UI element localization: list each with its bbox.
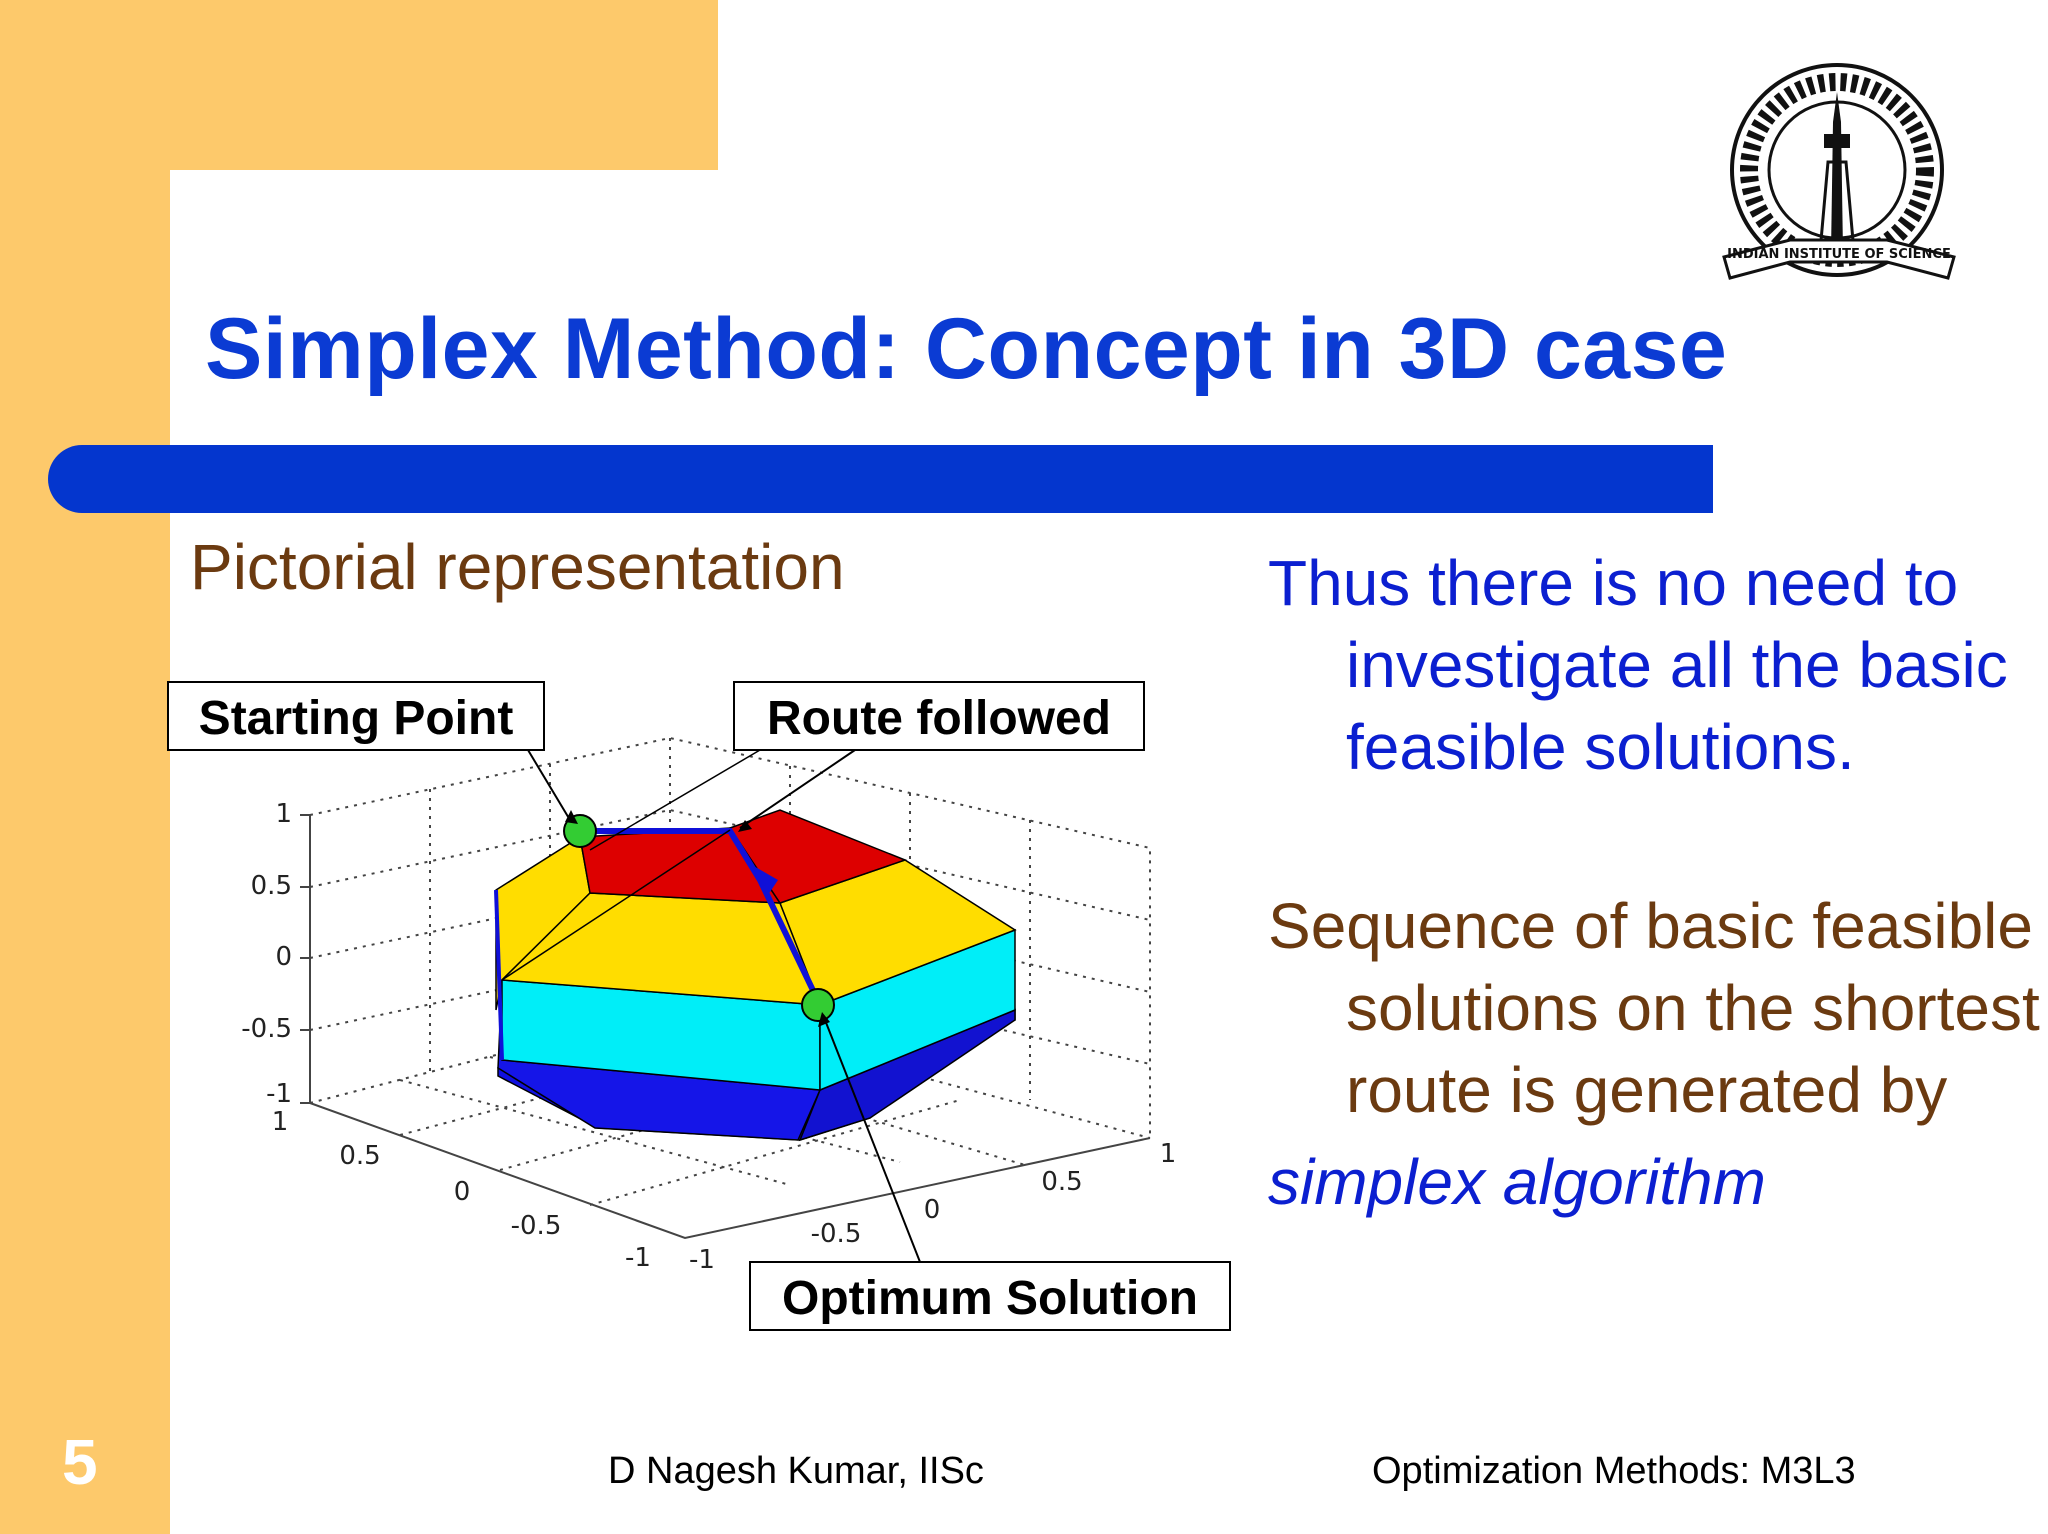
x-tick: -0.5: [811, 1219, 862, 1249]
optimum-leader: [824, 1019, 921, 1263]
y-tick: -1: [625, 1243, 651, 1273]
simplex-3d-figure: Starting Point Route followed Optimum So…: [167, 681, 1231, 1331]
z-axis-ticks: 1 0.5 0 -0.5 -1: [241, 799, 292, 1109]
y-axis-ticks: 1 0.5 0 -0.5 -1: [272, 1107, 651, 1273]
route-arrowhead: [752, 865, 778, 898]
x-tick: 1: [1160, 1139, 1177, 1169]
starting-point-box: [167, 681, 545, 751]
x-tick: 0: [924, 1195, 941, 1225]
title-underline-bar: [48, 445, 1713, 513]
simplex-algorithm-phrase: simplex algorithm: [1268, 1146, 1766, 1218]
y-tick: 0.5: [339, 1141, 380, 1171]
z-tick: -0.5: [241, 1014, 292, 1044]
iisc-logo: INDIAN INSTITUTE OF SCIENCE: [1722, 63, 1956, 280]
z-tick: -1: [266, 1079, 292, 1109]
starting-point-label: Starting Point: [199, 692, 514, 745]
slide-number: 5: [62, 1426, 98, 1498]
z-tick: 1: [275, 799, 292, 829]
route-leader: [739, 749, 856, 829]
top-accent-band: [0, 0, 718, 170]
y-tick: 1: [272, 1107, 289, 1137]
bullet-no-need: Thus there is no need to investigate all…: [1268, 542, 2048, 788]
x-axis-ticks: -1 -0.5 0 0.5 1: [689, 1139, 1176, 1275]
route-followed-label: Route followed: [767, 692, 1111, 745]
bullet-sequence: Sequence of basic feasible solutions on …: [1268, 885, 2048, 1223]
bullet-text: Sequence of basic feasible solutions on …: [1268, 890, 2040, 1126]
y-tick: 0: [454, 1177, 471, 1207]
logo-text: INDIAN INSTITUTE OF SCIENCE: [1727, 247, 1951, 262]
y-tick: -0.5: [511, 1211, 562, 1241]
route-followed-box: [733, 681, 1145, 751]
bullet-text: Thus there is no need to investigate all…: [1268, 547, 2008, 783]
start-leader: [527, 749, 571, 821]
x-tick: -1: [689, 1245, 715, 1275]
route-path: [580, 828, 823, 1007]
z-tick: 0.5: [251, 871, 292, 901]
x-tick: 0.5: [1041, 1167, 1082, 1197]
optimum-vertex: [801, 988, 835, 1022]
slide-title: Simplex Method: Concept in 3D case: [205, 301, 1728, 397]
optimum-solution-box: [749, 1261, 1231, 1331]
footer-author: D Nagesh Kumar, IISc: [608, 1450, 984, 1492]
subtitle: Pictorial representation: [190, 531, 845, 603]
footer-course: Optimization Methods: M3L3: [1372, 1450, 1856, 1492]
z-tick: 0: [275, 942, 292, 972]
left-accent-band: [0, 0, 170, 1534]
left-edge: [494, 889, 504, 1061]
optimum-solution-label: Optimum Solution: [782, 1272, 1198, 1325]
